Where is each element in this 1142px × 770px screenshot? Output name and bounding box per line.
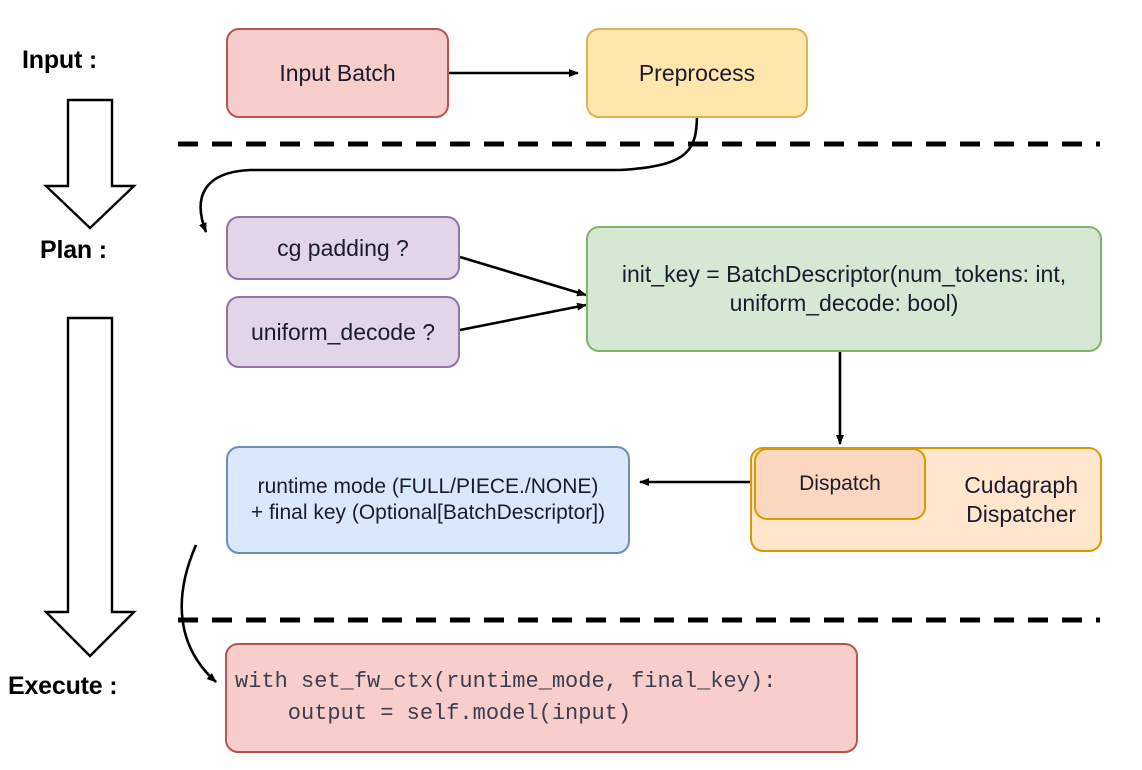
node-cudagraph-dispatcher-label: Cudagraph Dispatcher bbox=[964, 471, 1078, 527]
edge-uniform-decode-to-init-key bbox=[459, 302, 587, 332]
node-uniform-decode-label: uniform_decode ? bbox=[250, 318, 436, 345]
node-cg-padding-label: cg padding ? bbox=[277, 234, 409, 261]
node-dispatch[interactable]: Dispatch bbox=[754, 448, 926, 520]
node-preprocess[interactable]: Preprocess bbox=[586, 28, 808, 118]
node-runtime-mode-label: runtime mode (FULL/PIECE./NONE) + final … bbox=[250, 474, 606, 524]
node-input-batch-label: Input Batch bbox=[279, 59, 396, 86]
stage-label-input: Input : bbox=[22, 46, 97, 74]
node-preprocess-label: Preprocess bbox=[638, 59, 756, 86]
stage-label-execute: Execute : bbox=[8, 672, 118, 700]
node-uniform-decode[interactable]: uniform_decode ? bbox=[226, 296, 460, 368]
node-runtime-mode[interactable]: runtime mode (FULL/PIECE./NONE) + final … bbox=[226, 446, 630, 554]
node-cg-padding[interactable]: cg padding ? bbox=[226, 216, 460, 280]
stage-label-plan: Plan : bbox=[40, 236, 107, 264]
edge-preprocess-to-cg-padding bbox=[199, 112, 699, 233]
node-init-key-label: init_key = BatchDescriptor(num_tokens: i… bbox=[621, 261, 1067, 316]
block-arrow-input-to-plan bbox=[43, 98, 137, 230]
node-input-batch[interactable]: Input Batch bbox=[226, 28, 449, 118]
edge-cg-padding-to-init-key bbox=[459, 255, 587, 297]
block-arrow-plan-to-execute bbox=[43, 316, 137, 658]
node-execute-code[interactable]: with set_fw_ctx(runtime_mode, final_key)… bbox=[225, 643, 858, 753]
edge-runtime-mode-to-execute-code bbox=[180, 544, 217, 683]
node-init-key[interactable]: init_key = BatchDescriptor(num_tokens: i… bbox=[586, 226, 1102, 352]
node-execute-code-label: with set_fw_ctx(runtime_mode, final_key)… bbox=[235, 669, 777, 726]
node-dispatch-label: Dispatch bbox=[799, 471, 881, 495]
